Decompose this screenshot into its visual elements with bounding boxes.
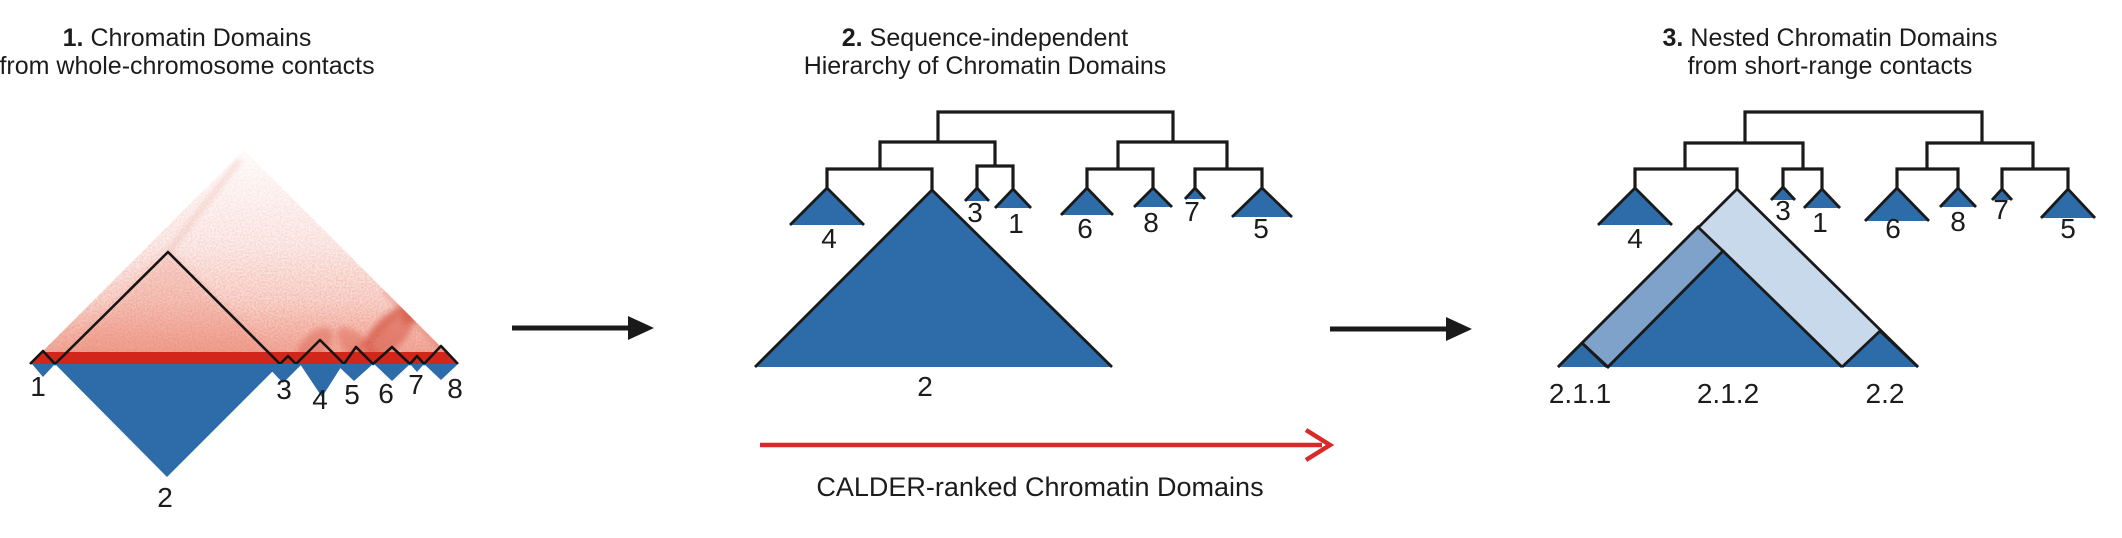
nested-domain-2 xyxy=(1557,187,1919,369)
panel2-step-number: 2. xyxy=(842,24,863,52)
panel1-label-5: 5 xyxy=(344,379,360,410)
panel1-label-1: 1 xyxy=(30,371,46,402)
panel3-title-text: Nested Chromatin Domains xyxy=(1690,24,1997,52)
blue-domain-7 xyxy=(410,364,424,372)
p2-label-7: 7 xyxy=(1184,196,1200,227)
p3-label-4: 4 xyxy=(1627,223,1643,254)
blue-domain-6 xyxy=(374,364,410,381)
panel1-label-8: 8 xyxy=(447,373,463,404)
arrow-step1-to-step2 xyxy=(512,316,654,340)
called-domain-triangles xyxy=(32,364,458,477)
arrow-step2-to-step3 xyxy=(1330,317,1472,341)
panel1: 1.Chromatin Domains from whole-chromosom… xyxy=(0,24,463,513)
subdomain-2-1-2 xyxy=(1607,249,1843,369)
panel1-label-7: 7 xyxy=(408,369,424,400)
heatmap-speckle-noise xyxy=(30,150,458,364)
p3-label-1: 1 xyxy=(1812,207,1828,238)
panel1-label-4: 4 xyxy=(312,384,328,415)
blue-domain-5 xyxy=(336,364,373,381)
p3-triangle-6 xyxy=(1863,185,1931,222)
panel2-subtitle: Hierarchy of Chromatin Domains xyxy=(804,52,1167,80)
p3-label-6: 6 xyxy=(1885,213,1901,244)
p3-label-3: 3 xyxy=(1775,195,1791,226)
label-2-1-1: 2.1.1 xyxy=(1549,378,1611,409)
blue-domain-3 xyxy=(265,364,302,383)
p3-label-7: 7 xyxy=(1993,194,2009,225)
p2-label-6: 6 xyxy=(1077,213,1093,244)
p3-label-5: 5 xyxy=(2060,213,2076,244)
hic-heatmap xyxy=(30,150,458,364)
blue-domain-1 xyxy=(32,364,55,377)
p3-triangle-8 xyxy=(1938,185,1978,208)
p3-triangle-1 xyxy=(1802,186,1842,209)
panel2: 2.Sequence-independent Hierarchy of Chro… xyxy=(754,24,1293,402)
panel3-nested-labels: 2.1.1 2.1.2 2.2 xyxy=(1549,378,1905,409)
p3-triangle-7 xyxy=(1990,186,2014,201)
panel1-label-2: 2 xyxy=(157,482,173,513)
p2-triangle-3 xyxy=(963,185,991,202)
p2-label-3: 3 xyxy=(967,197,983,228)
panel2-leaf-triangles xyxy=(754,185,1293,368)
calder-arrow-label: CALDER-ranked Chromatin Domains xyxy=(816,472,1263,502)
panel1-title: 1.Chromatin Domains xyxy=(63,24,312,52)
p2-label-5: 5 xyxy=(1253,213,1269,244)
p2-triangle-4 xyxy=(789,186,865,226)
p2-triangle-1 xyxy=(993,186,1033,209)
p3-triangle-4 xyxy=(1597,186,1673,226)
p2-triangle-7 xyxy=(1183,185,1207,200)
p2-label-2: 2 xyxy=(917,371,933,402)
panel2-leaf-labels: 4 2 3 1 6 8 7 5 xyxy=(821,196,1269,402)
diagonal-contact-band xyxy=(30,352,458,364)
p2-triangle-8 xyxy=(1133,186,1173,208)
p2-triangle-2 xyxy=(754,188,1113,368)
subdomain-2-1-1 xyxy=(1557,341,1608,369)
panel2-title-text: Sequence-independent xyxy=(870,24,1129,52)
p2-triangle-6 xyxy=(1059,185,1115,216)
p3-triangle-5 xyxy=(2039,186,2097,219)
panel1-domain-labels: 1 2 3 4 5 6 7 8 xyxy=(30,369,463,513)
subdomain-2-2 xyxy=(1841,329,1919,369)
panel3-subtitle: from short-range contacts xyxy=(1688,52,1973,80)
p2-triangle-5 xyxy=(1231,186,1293,219)
p3-triangle-3 xyxy=(1769,184,1797,201)
panel3: 3.Nested Chromatin Domains from short-ra… xyxy=(1549,24,2097,409)
panel1-step-number: 1. xyxy=(63,24,84,52)
label-2-1-2: 2.1.2 xyxy=(1697,378,1759,409)
panel3-leaf-triangles xyxy=(1597,184,2097,226)
panel3-dendrogram xyxy=(1633,110,2070,191)
panel1-label-6: 6 xyxy=(378,378,394,409)
panel3-step-number: 3. xyxy=(1663,24,1684,52)
blue-domain-2 xyxy=(55,364,280,477)
blue-domain-8 xyxy=(424,364,458,380)
arrowhead-icon xyxy=(1446,317,1472,341)
p2-label-1: 1 xyxy=(1008,208,1024,239)
arrowhead-icon xyxy=(628,316,654,340)
calder-ranking-arrow xyxy=(760,428,1335,462)
red-arrowhead-icon xyxy=(1304,428,1335,462)
panel3-title: 3.Nested Chromatin Domains xyxy=(1663,24,1998,52)
panel1-label-3: 3 xyxy=(276,374,292,405)
panel1-title-text: Chromatin Domains xyxy=(90,24,311,52)
p3-label-8: 8 xyxy=(1950,206,1966,237)
panel2-title: 2.Sequence-independent xyxy=(842,24,1128,52)
blue-domain-4 xyxy=(300,364,343,397)
p2-label-4: 4 xyxy=(821,223,837,254)
panel3-leaf-labels: 4 3 1 6 8 7 5 xyxy=(1627,194,2076,254)
panel2-dendrogram xyxy=(825,110,1264,191)
p2-label-8: 8 xyxy=(1143,207,1159,238)
panel1-subtitle: from whole-chromosome contacts xyxy=(0,52,375,80)
label-2-2: 2.2 xyxy=(1866,378,1905,409)
